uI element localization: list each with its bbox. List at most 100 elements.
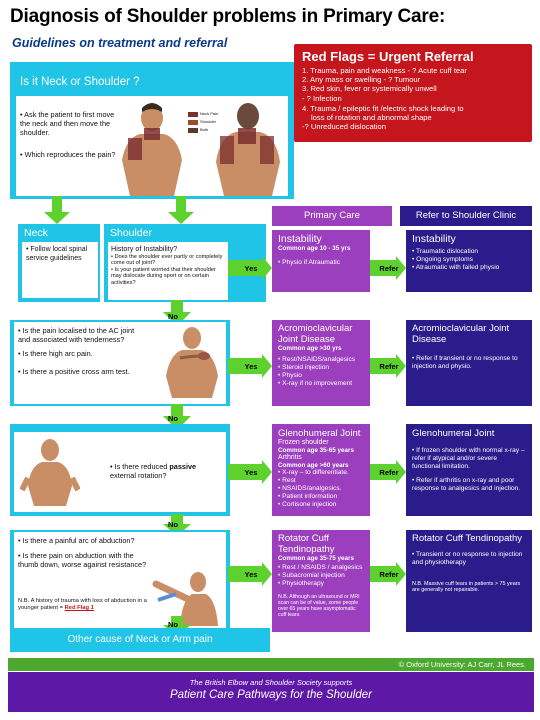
- rc-primary-title: Rotator Cuff Tendinopathy: [278, 533, 335, 555]
- neck-shoulder-illustration: [122, 103, 280, 196]
- red-flag-item: 4. Trauma / epileptic fit /electric shoc…: [302, 103, 464, 113]
- rc-primary-item: • Rest / NSAIDS / analgesics: [278, 563, 363, 571]
- rc-primary-age: Common age 35-75 years: [278, 555, 364, 563]
- red-flags-list: 1. Trauma, pain and weakness - ? Acute c…: [302, 66, 524, 131]
- rc-primary-age-text: Common age 35-75 years: [278, 555, 354, 562]
- refer-header: Refer to Shoulder Clinic: [400, 206, 532, 226]
- red-flags-title: Red Flags = Urgent Referral: [302, 49, 474, 64]
- row4-yes-label: Yes: [244, 570, 258, 579]
- gh-primary-list: • X-ray – to differentiate. • Rest • NSA…: [278, 469, 364, 509]
- instability-refer-item: • Ongoing symptoms: [412, 256, 473, 263]
- ac-primary-item: • X-ray if no improvement: [278, 379, 353, 387]
- gh-primary-sub: Arthritis: [278, 454, 302, 462]
- shoulder-bullet: • Does the shoulder ever partly or compl…: [111, 253, 223, 267]
- red-flag-item: 1. Trauma, pain and weakness - ? Acute c…: [302, 66, 467, 75]
- rc-primary-box: Rotator Cuff Tendinopathy Common age 35-…: [272, 530, 370, 632]
- rc-question: • Is there a painful arc of abduction?: [18, 536, 135, 545]
- row4-arrows: [228, 562, 406, 586]
- gh-primary-age-text: Common age >60 years: [278, 461, 349, 469]
- ac-primary-item: • Rest/NSAIDS/analgesics: [278, 355, 356, 363]
- other-cause-text: Other cause of Neck or Arm pain: [67, 634, 213, 645]
- rc-note-text: N.B. A history of trauma with loss of ab…: [18, 598, 147, 611]
- row2-yes-label: Yes: [244, 362, 258, 371]
- instability-primary-list: • Physio if Atraumatic: [278, 259, 364, 267]
- instability-refer-title: Instability: [412, 233, 456, 245]
- ac-question: • Is there a positive cross arm test.: [18, 366, 130, 376]
- row4-refer-label: Refer: [379, 570, 399, 579]
- ac-question: • Is there high arc pain.: [18, 349, 93, 359]
- no-label-1: No: [168, 312, 178, 321]
- ac-refer-box: Acromioclavicular Joint Disease • Refer …: [406, 320, 532, 406]
- gh-primary-item: • Patient information: [278, 493, 338, 501]
- row2-refer-label: Refer: [379, 362, 399, 371]
- neck-title: Neck: [24, 227, 48, 239]
- page-subtitle: Guidelines on treatment and referral: [12, 36, 228, 50]
- gh-question-passive: passive: [169, 462, 197, 471]
- shoulder-title: Shoulder: [110, 227, 153, 239]
- shoulder-inner: History of Instability? • Does the shoul…: [108, 242, 228, 300]
- gh-primary-item: • NSAIDS/analgesics.: [278, 485, 342, 493]
- red-flag-item: loss of rotation and abnormal shape: [311, 113, 432, 123]
- gh-refer-item: • If frozen shoulder with normal x-ray –…: [412, 447, 525, 470]
- rc-refer-list: • Transient or no response to injection …: [412, 551, 526, 567]
- rc-primary-item: • Physiotherapy: [278, 579, 324, 587]
- primary-care-header-label: Primary Care: [304, 210, 360, 221]
- gh-question: • Is there reduced passive external rota…: [110, 462, 220, 480]
- rc-illustration: [152, 572, 218, 626]
- ac-primary-box: Acromioclavicular Joint Disease Common a…: [272, 320, 370, 406]
- instability-refer-item: • Atraumatic with failed physio: [412, 264, 500, 271]
- start-question: Is it Neck or Shoulder ?: [20, 76, 140, 88]
- rc-refer-item: • Transient or no response to injection …: [412, 550, 523, 566]
- rc-primary-note: N.B. Although an ultrasound or MRI scan …: [278, 593, 360, 619]
- gh-primary-title: Glenohumeral Joint: [278, 428, 361, 439]
- copyright-bar: © Oxford University: AJ Carr, JL Rees.: [8, 658, 534, 671]
- ac-primary-age: Common age >30 yrs: [278, 345, 364, 353]
- legend-label: Both: [200, 127, 209, 132]
- no-arrow-3: [163, 514, 191, 536]
- no-arrow-1: [163, 300, 191, 326]
- row1-yes-label: Yes: [244, 264, 258, 273]
- no-label-3: No: [168, 520, 178, 529]
- refer-header-label: Refer to Shoulder Clinic: [415, 210, 517, 221]
- no-arrow-4: [163, 616, 191, 636]
- start-step-1: • Ask the patient to first move the neck…: [20, 110, 115, 138]
- red-flag-item: 2. Any mass or swelling - ? Tumour: [302, 75, 421, 85]
- row1-refer-label: Refer: [379, 264, 399, 273]
- instability-primary-box: Instability Common age 10 - 35 yrs • Phy…: [272, 230, 370, 292]
- copyright-text: © Oxford University: AJ Carr, JL Rees.: [398, 660, 526, 669]
- rc-questions: • Is there a painful arc of abduction? •…: [18, 536, 148, 575]
- footer-support: The British Elbow and Shoulder Society s…: [189, 678, 353, 687]
- ac-primary-age-text: Common age >30 yrs: [278, 345, 342, 352]
- shoulder-bullet: • Is your patient worried that their sho…: [111, 266, 216, 286]
- ac-primary-title: Acromioclavicular Joint Disease: [278, 323, 353, 345]
- legend-label: Shoulder: [200, 119, 217, 124]
- ac-primary-item: • Physio: [278, 371, 302, 379]
- gh-question-part: • Is there reduced: [110, 462, 170, 471]
- rc-primary-item: • Subacromial injection: [278, 571, 345, 579]
- gh-refer-list: • If frozen shoulder with normal x-ray –…: [412, 447, 526, 493]
- gh-primary-sub: Frozen shoulder: [278, 439, 329, 446]
- row3-arrows: [228, 460, 406, 484]
- primary-care-header: Primary Care: [272, 206, 392, 226]
- instability-primary-title: Instability: [278, 233, 322, 245]
- page-title: Diagnosis of Shoulder problems in Primar…: [10, 6, 446, 27]
- neck-inner: • Follow local spinal service guidelines: [22, 242, 98, 298]
- ac-illustration: [166, 327, 218, 398]
- ac-primary-item: • Steroid injection: [278, 363, 330, 371]
- gh-primary-age: Common age 35-65 years: [278, 447, 364, 455]
- no-label-2: No: [168, 414, 178, 423]
- rc-note-flag[interactable]: Red Flag 1: [64, 605, 94, 611]
- rc-refer-note: N.B. Massive cuff tears in patients > 75…: [412, 580, 521, 594]
- ac-refer-title: Acromioclavicular Joint Disease: [412, 323, 510, 345]
- rc-question: • Is there pain on abduction with the th…: [18, 551, 147, 570]
- start-instructions: • Ask the patient to first move the neck…: [20, 110, 120, 164]
- instability-primary-item: • Physio if Atraumatic: [278, 258, 341, 266]
- ac-refer-list: • Refer if transient or no response to i…: [412, 355, 526, 371]
- row1-arrows: [228, 256, 406, 280]
- footer-banner: The British Elbow and Shoulder Society s…: [8, 672, 534, 712]
- gh-illustration: [20, 439, 80, 506]
- instability-refer-box: Instability • Traumatic dislocation • On…: [406, 230, 532, 292]
- instability-primary-age: Common age 10 - 35 yrs: [278, 245, 364, 253]
- neck-text: • Follow local spinal service guidelines: [26, 246, 88, 262]
- red-flags-panel: Red Flags = Urgent Referral 1. Trauma, p…: [294, 44, 532, 142]
